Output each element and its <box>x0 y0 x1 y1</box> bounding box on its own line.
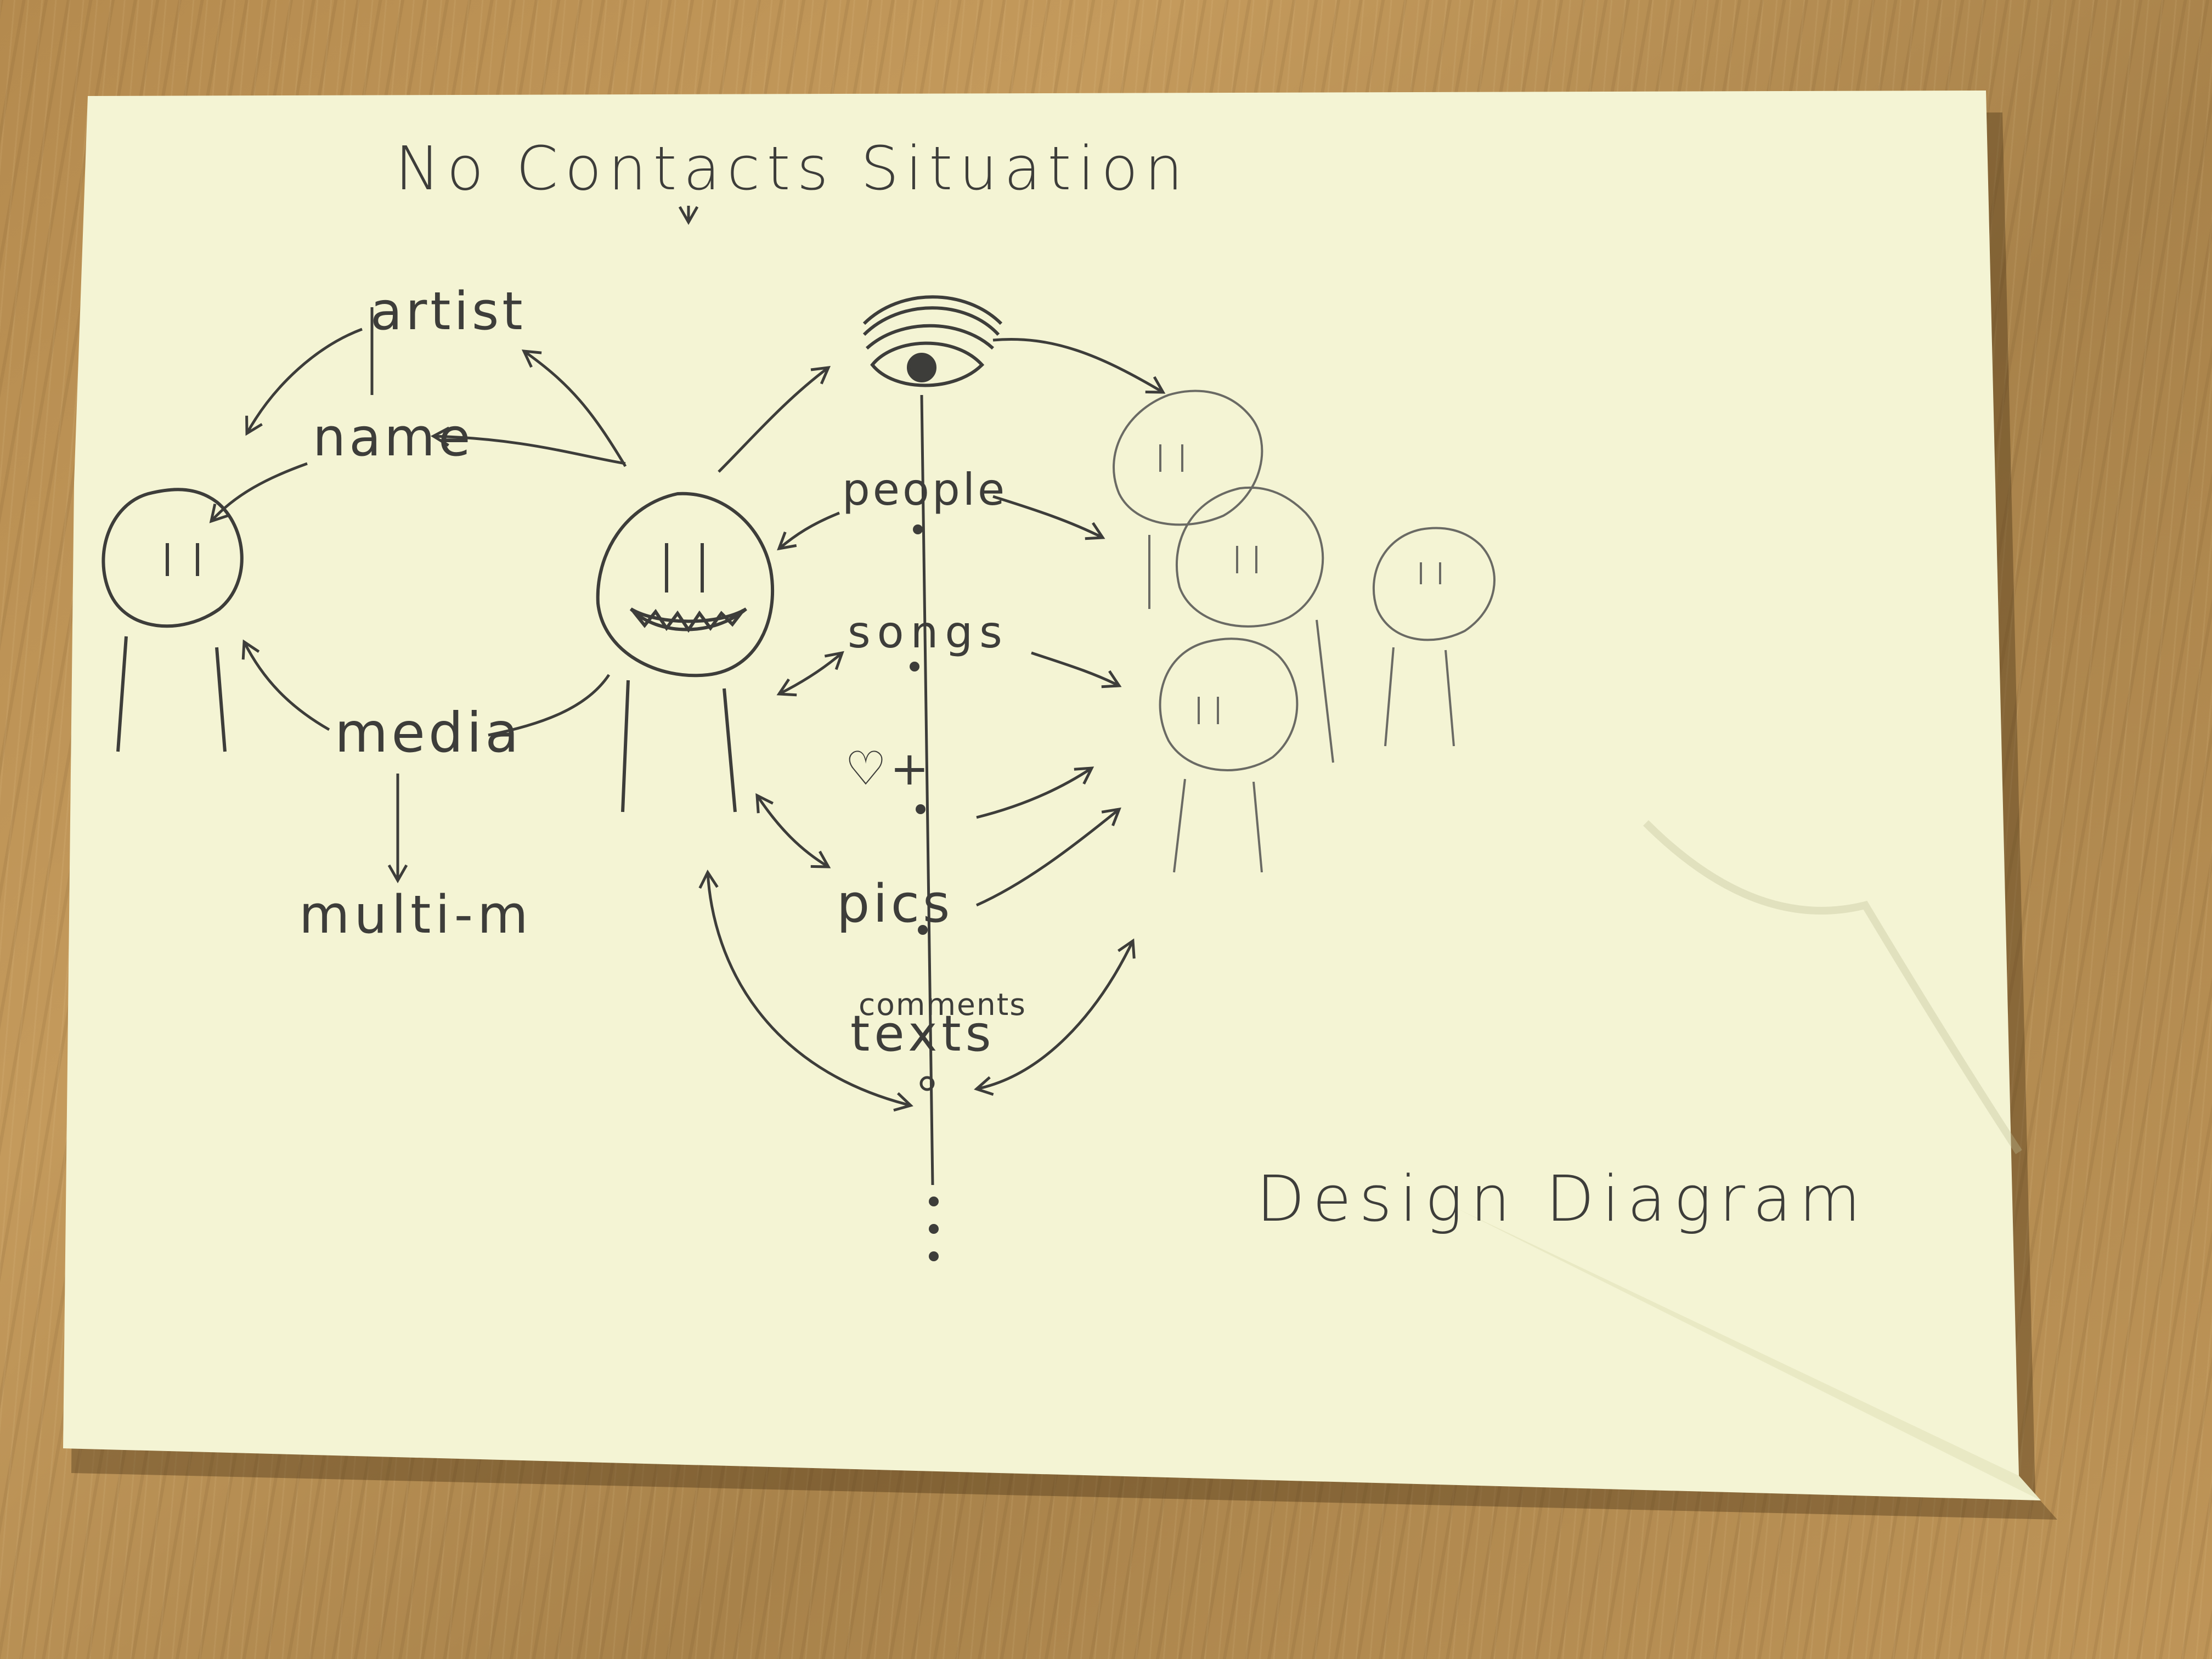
left-cluster-connectors <box>209 307 627 884</box>
label-likes: ♡+ <box>845 742 932 796</box>
timeline-continuation-dot-3 <box>929 1251 939 1261</box>
timeline-continuation-dot-1 <box>929 1197 939 1206</box>
stick-figure-center <box>596 492 775 812</box>
diagram-caption: Design Diagram <box>1256 1163 1868 1236</box>
timeline-node-songs <box>910 662 919 672</box>
label-multi-media: multi-m <box>299 885 533 945</box>
label-media: media <box>335 701 522 765</box>
timeline-node-pics <box>918 925 928 935</box>
paper-sheet <box>63 91 2057 1520</box>
eye-broadcast-icon <box>862 295 1003 387</box>
label-artist: artist <box>370 281 526 342</box>
diagram-title: No Contacts Situation <box>395 133 1189 204</box>
timeline-node-likes <box>916 804 926 814</box>
label-people: people <box>842 464 1007 515</box>
stream-connectors <box>698 337 1166 1112</box>
label-songs: songs <box>848 607 1009 658</box>
timeline-axis <box>910 394 939 1261</box>
timeline-node-texts <box>919 1076 935 1091</box>
timeline-continuation-dot-2 <box>929 1224 939 1234</box>
stick-figure-right-3 <box>1372 527 1496 747</box>
stick-figure-left <box>101 488 244 752</box>
label-texts: texts <box>850 1005 996 1063</box>
stick-figure-group-right <box>1113 390 1496 873</box>
timeline-node-people <box>913 524 923 534</box>
label-pics: pics <box>837 874 953 934</box>
stick-figure-right-1 <box>1113 390 1263 609</box>
stick-figure-right-2 <box>1175 486 1334 763</box>
stick-figure-right-4 <box>1159 637 1299 873</box>
diagram-title-group: No Contacts Situation <box>395 133 1189 225</box>
